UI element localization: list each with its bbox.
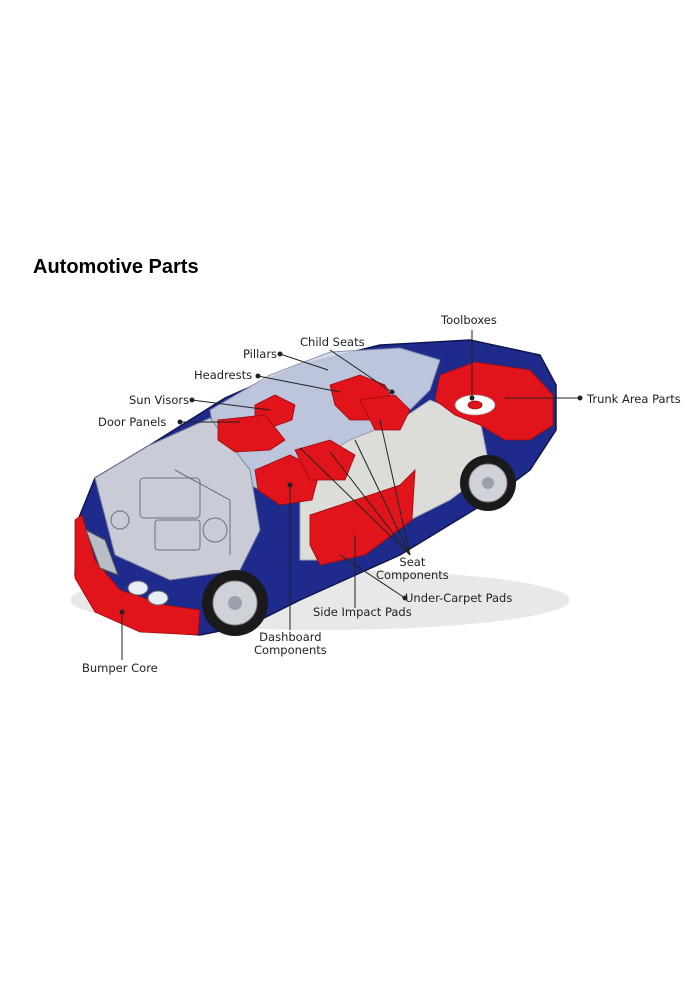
label-dashboard-components-line2: Components (254, 643, 327, 657)
label-sun-visors: Sun Visors (129, 393, 190, 407)
seat-part-2 (294, 439, 356, 481)
hood-engine (94, 417, 261, 581)
label-seat-components-line1: Seat (399, 555, 426, 569)
headlight-right (147, 590, 169, 606)
label-toolboxes: Toolboxes (441, 313, 497, 327)
car-parts-diagram: Toolboxes Child Seats Pillars Headrests … (0, 300, 700, 700)
page-title: Automotive Parts (33, 256, 199, 278)
label-dashboard-components-line1: Dashboard (259, 630, 322, 644)
label-side-impact-pads: Side Impact Pads (313, 605, 412, 619)
label-under-carpet-pads: Under-Carpet Pads (405, 591, 513, 605)
label-seat-components-line2: Components (376, 568, 449, 582)
label-door-panels: Door Panels (98, 415, 167, 429)
door-panel-part (217, 414, 286, 453)
highlighted-parts (74, 361, 554, 636)
label-child-seats: Child Seats (300, 335, 365, 349)
label-pillars: Pillars (243, 347, 278, 361)
engine-details (110, 469, 231, 555)
label-headrests: Headrests (194, 368, 253, 382)
cabin-glass (209, 347, 441, 491)
label-trunk-area-parts: Trunk Area Parts (587, 392, 681, 406)
rear-wheel (460, 455, 516, 511)
front-wheel (202, 570, 268, 636)
leader-lines (121, 330, 580, 660)
rear-seat-part (359, 394, 411, 431)
label-bumper-core: Bumper Core (82, 661, 158, 675)
label-seat-components: Seat Components (376, 556, 449, 582)
label-dashboard-components: Dashboard Components (254, 631, 327, 657)
grille (85, 528, 119, 576)
car-illustration (70, 330, 583, 660)
side-impact-part (309, 468, 416, 566)
headlight-left (127, 580, 149, 596)
trunk-area-part (434, 361, 554, 441)
leader-dots (119, 351, 583, 615)
bumper-core-part (74, 514, 201, 636)
